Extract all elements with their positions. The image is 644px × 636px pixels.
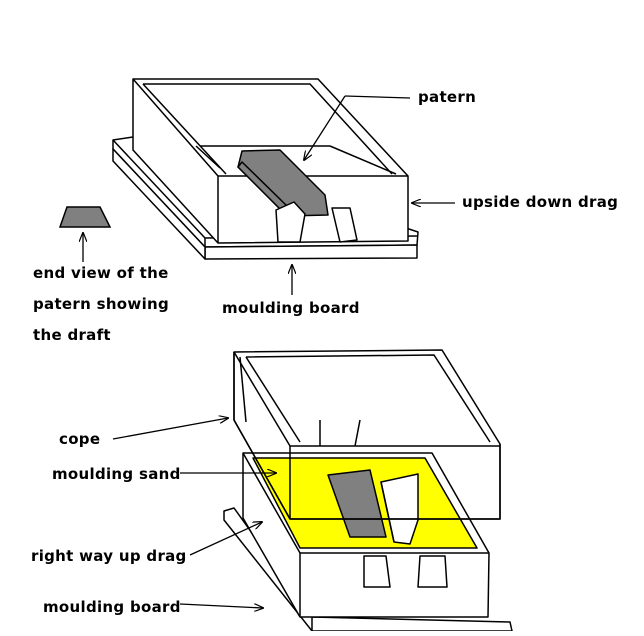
right-way-up-drag-arrow xyxy=(189,522,262,556)
label-moulding-sand: moulding sand xyxy=(52,465,181,483)
patern-arrow xyxy=(344,95,411,99)
top-pattern xyxy=(237,149,358,243)
patern-arrow-down xyxy=(304,95,346,160)
label-end-view-line1: end view of the xyxy=(33,264,169,282)
label-upside-down-drag: upside down drag xyxy=(462,193,618,211)
arrows xyxy=(83,95,455,608)
upside-down-drag-assembly xyxy=(112,78,419,260)
label-cope: cope xyxy=(59,430,100,448)
moulding-board-bottom-arrow xyxy=(179,603,263,608)
end-view-pattern xyxy=(58,206,112,228)
label-end-view-line3: the draft xyxy=(33,326,111,344)
label-patern: patern xyxy=(418,88,476,106)
bottom-pattern xyxy=(327,469,419,545)
cope-arrow xyxy=(112,418,228,440)
label-end-view-line2: patern showing xyxy=(33,295,169,313)
right-way-up-drag-assembly xyxy=(223,349,513,632)
cope-box xyxy=(233,349,501,520)
label-moulding-board-top: moulding board xyxy=(222,299,360,317)
label-right-way-up-drag: right way up drag xyxy=(31,547,187,565)
label-moulding-board-bottom: moulding board xyxy=(43,598,181,616)
